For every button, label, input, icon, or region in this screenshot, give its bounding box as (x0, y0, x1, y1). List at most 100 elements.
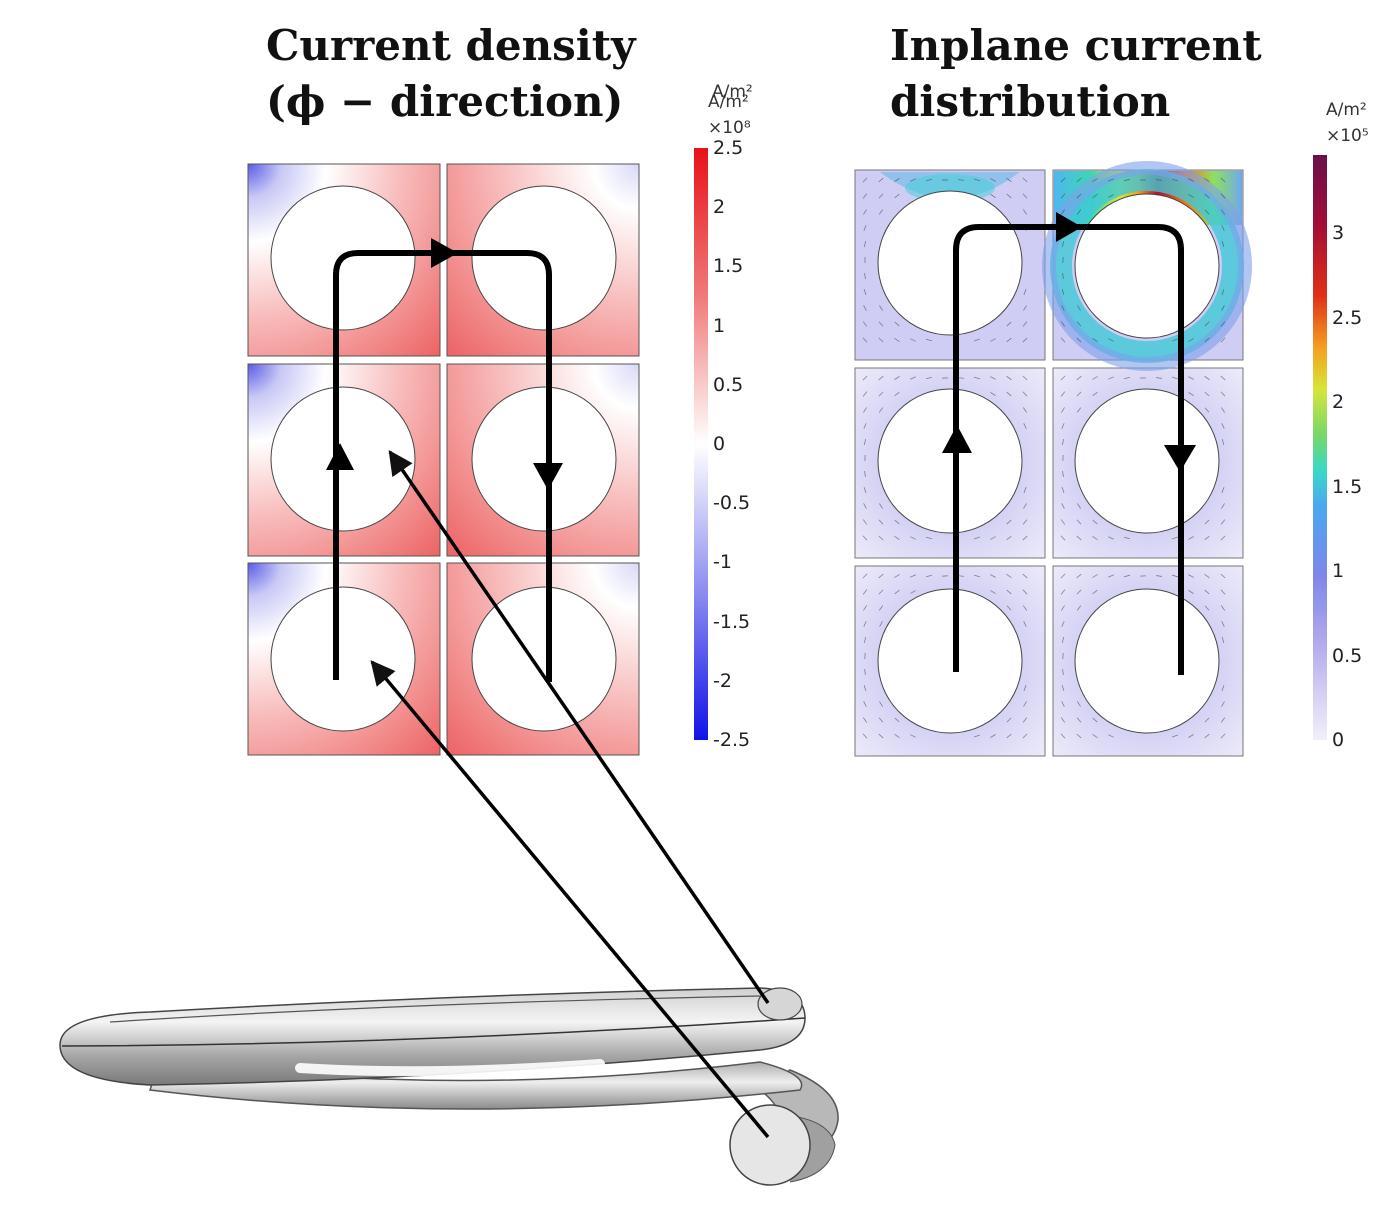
vector-arrow (1061, 487, 1065, 493)
vector-arrow (1022, 717, 1028, 723)
colorbar-tick-label: 0.5 (1332, 644, 1363, 667)
vector-arrow (1061, 305, 1065, 311)
vector-arrow (925, 376, 933, 380)
vector-arrow (1006, 321, 1012, 327)
vector-arrow (1022, 733, 1028, 739)
vector-arrow (862, 391, 868, 397)
vector-arrow (894, 321, 900, 327)
vector-arrow (1061, 621, 1065, 627)
inplane-current-colorbar (1313, 155, 1327, 740)
conductor-hole (471, 386, 617, 532)
vector-arrow (878, 589, 884, 595)
vector-arrow (1092, 733, 1098, 739)
colorbar-tick-label: 3 (1332, 222, 1345, 244)
vector-arrow (910, 338, 916, 342)
vector-arrow (1006, 573, 1012, 579)
vector-arrow (1061, 438, 1065, 446)
vector-arrow (1204, 733, 1210, 739)
vector-arrow (862, 337, 868, 343)
vector-arrow (1022, 177, 1028, 183)
arrow-right-icon (431, 238, 458, 268)
vector-arrow (1076, 375, 1082, 381)
vector-arrow (1221, 305, 1225, 311)
vector-arrow (1006, 193, 1012, 199)
vector-arrow (1220, 321, 1226, 327)
vector-arrow (1220, 209, 1226, 215)
vector-arrow (1172, 376, 1178, 380)
vector-arrow (1076, 391, 1082, 397)
vector-arrow (1006, 391, 1012, 397)
vector-arrow (1060, 573, 1066, 579)
colorbar-tick-label: 2 (1332, 391, 1345, 413)
conductor-hole (270, 586, 416, 732)
vector-arrow (894, 574, 900, 578)
vector-arrow (1006, 177, 1012, 183)
vector-arrow (1022, 209, 1028, 215)
vector-arrow (1061, 701, 1065, 707)
vector-arrow (863, 636, 867, 644)
vector-arrow (1220, 733, 1226, 739)
vector-arrow (1023, 701, 1027, 707)
vector-arrow (879, 305, 883, 311)
colorbar-tick-label: -0.5 (713, 492, 751, 515)
vector-arrow (879, 701, 883, 707)
vector-arrow (1076, 535, 1082, 541)
vector-arrow (1108, 574, 1114, 578)
conductor-hole (1074, 588, 1220, 734)
colorbar-tick-label: -2 (713, 669, 732, 692)
vector-arrow (990, 178, 996, 182)
vector-arrow (1220, 177, 1226, 183)
vector-arrow (863, 438, 867, 446)
colorbar-tick-label: -1 (713, 551, 732, 574)
colorbar-tick-label: 0 (713, 433, 726, 455)
vector-arrow (894, 519, 900, 525)
arrow-up-icon (326, 443, 354, 470)
vector-arrow (1061, 407, 1065, 413)
vector-arrow (1172, 338, 1178, 342)
vector-arrow (957, 575, 965, 577)
vector-arrow (1076, 193, 1082, 199)
vector-arrow (1108, 734, 1114, 738)
vector-arrow (1061, 209, 1065, 215)
vector-arrow (1220, 375, 1226, 381)
vector-arrow (1076, 589, 1082, 595)
vector-arrow (1204, 193, 1210, 199)
vector-arrow (1172, 574, 1178, 578)
vector-arrow (1076, 733, 1082, 739)
vector-arrow (1076, 209, 1082, 215)
vector-arrow (1204, 375, 1210, 381)
vector-arrow (1060, 177, 1066, 183)
vector-arrow (1204, 717, 1210, 723)
vector-arrow (1221, 487, 1225, 493)
vector-arrow (1188, 392, 1194, 396)
colorbar-tick-label: 0 (1332, 729, 1345, 751)
vector-arrow (1221, 438, 1225, 446)
vector-arrow (878, 535, 884, 541)
vector-arrow (1221, 637, 1225, 643)
vector-arrow (1204, 605, 1210, 611)
vector-arrow (1220, 589, 1226, 595)
vector-arrow (1076, 407, 1082, 413)
pointer-arrow-lower-turn (370, 660, 770, 1139)
vector-arrow (1204, 573, 1210, 579)
vector-arrow (1022, 535, 1028, 541)
vector-arrow (1204, 407, 1210, 413)
vector-arrow (1204, 391, 1210, 397)
vector-arrow (1076, 573, 1082, 579)
vector-arrow (1022, 573, 1028, 579)
vector-arrow (1220, 407, 1226, 413)
conductor-hole (877, 190, 1023, 336)
vector-arrow (1060, 519, 1066, 525)
vector-arrow (1061, 636, 1065, 644)
vector-arrow (878, 177, 884, 183)
current-vector-field (862, 177, 1226, 739)
arrow-up-icon (942, 425, 972, 453)
vector-arrow (1060, 193, 1066, 199)
vector-arrow (1221, 241, 1225, 247)
vector-arrow (863, 225, 867, 231)
vector-arrow (878, 717, 884, 723)
vector-arrow (894, 337, 900, 343)
arrow-down-icon (533, 463, 563, 490)
vector-arrow (878, 193, 884, 199)
vector-arrow (1221, 423, 1225, 429)
